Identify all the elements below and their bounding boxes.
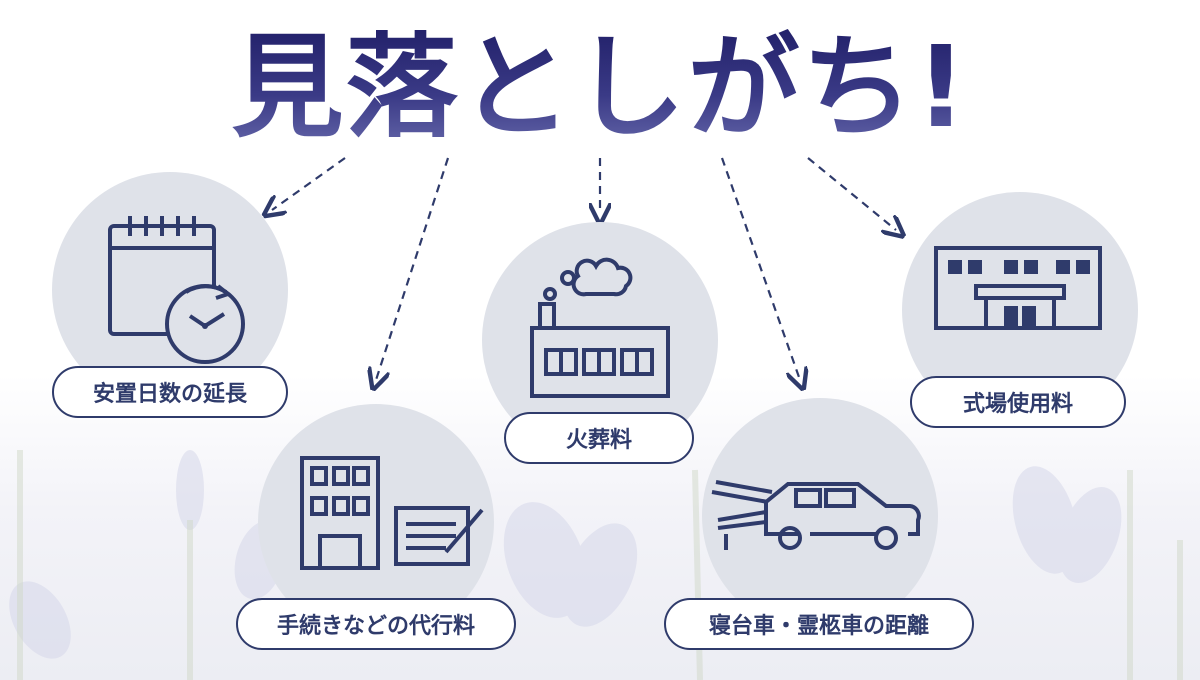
- arrow-to-item-1: [272, 157, 346, 210]
- crematorium-factory-icon: [530, 257, 670, 398]
- calendar-clock-icon: [108, 216, 245, 364]
- item-1-label: 安置日数の延長: [52, 366, 288, 418]
- funeral-hall-icon: [934, 246, 1102, 330]
- item-3-label: 火葬料: [504, 412, 694, 464]
- item-4-label: 寝台車・霊柩車の距離: [664, 598, 974, 650]
- hearse-car-icon: [711, 480, 921, 550]
- arrow-to-item-5: [807, 157, 896, 230]
- page-title: 見落としがち!: [0, 18, 1200, 158]
- item-5-label: 式場使用料: [910, 376, 1126, 428]
- item-2-label: 手続きなどの代行料: [236, 598, 516, 650]
- arrow-to-item-2: [376, 157, 450, 380]
- arrow-to-item-4: [720, 157, 800, 380]
- building-document-icon: [300, 456, 484, 570]
